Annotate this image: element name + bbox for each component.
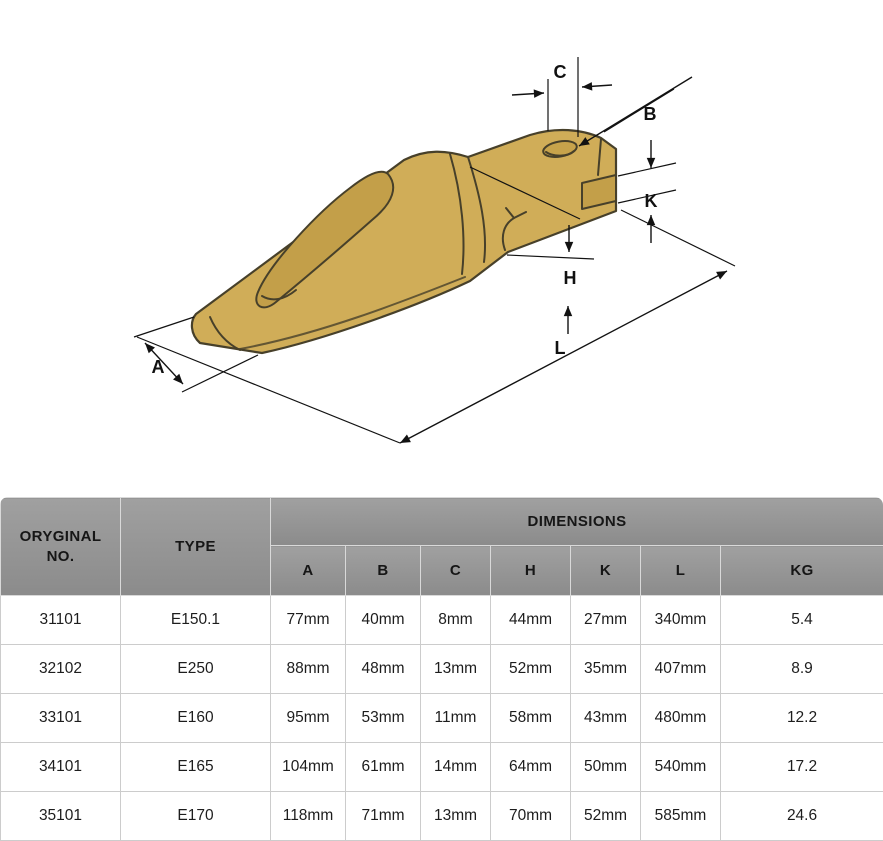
cell-kg: 5.4 bbox=[719, 595, 883, 645]
dimension-k: K bbox=[617, 140, 677, 243]
cell-type: E160 bbox=[120, 693, 271, 743]
table-row: 31101 E150.1 77mm 40mm 8mm 44mm 27mm 340… bbox=[0, 595, 883, 645]
cell-original-no: 32102 bbox=[0, 644, 121, 694]
col-header-l: L bbox=[640, 545, 721, 596]
col-header-a: A bbox=[270, 545, 346, 596]
col-header-kg: KG bbox=[719, 545, 883, 596]
col-header-dimensions: DIMENSIONS bbox=[269, 497, 883, 546]
cell-dim-c: 13mm bbox=[420, 644, 491, 694]
dimension-c: C bbox=[511, 57, 613, 137]
cell-type: E250 bbox=[120, 644, 271, 694]
cell-dim-l: 340mm bbox=[640, 595, 721, 645]
header-row-main: ORYGINAL NO. TYPE DIMENSIONS bbox=[0, 497, 883, 596]
cell-kg: 17.2 bbox=[719, 742, 883, 792]
cell-dim-b: 40mm bbox=[345, 595, 421, 645]
tooth-groove bbox=[255, 170, 395, 309]
cell-dim-c: 14mm bbox=[420, 742, 491, 792]
cell-kg: 24.6 bbox=[719, 791, 883, 841]
cell-dim-k: 43mm bbox=[570, 693, 641, 743]
cell-dim-c: 13mm bbox=[420, 791, 491, 841]
cell-dim-l: 407mm bbox=[640, 644, 721, 694]
tooth-body bbox=[190, 128, 618, 355]
cell-dim-k: 35mm bbox=[570, 644, 641, 694]
cell-dim-h: 70mm bbox=[490, 791, 571, 841]
dim-label-c: C bbox=[554, 62, 567, 82]
cell-dim-h: 52mm bbox=[490, 644, 571, 694]
spec-table: ORYGINAL NO. TYPE DIMENSIONS A B C H K L… bbox=[0, 497, 883, 841]
dim-label-a: A bbox=[152, 357, 165, 377]
cell-dim-h: 58mm bbox=[490, 693, 571, 743]
col-header-original-no: ORYGINAL NO. bbox=[0, 497, 121, 596]
dimension-a: A bbox=[133, 316, 259, 393]
cell-dim-b: 48mm bbox=[345, 644, 421, 694]
tooth-side-step bbox=[581, 174, 617, 210]
table-row: 34101 E165 104mm 61mm 14mm 64mm 50mm 540… bbox=[0, 742, 883, 792]
table-row: 33101 E160 95mm 53mm 11mm 58mm 43mm 480m… bbox=[0, 693, 883, 743]
dimension-b: B bbox=[578, 76, 693, 147]
col-header-c: C bbox=[420, 545, 491, 596]
dim-label-b: B bbox=[644, 104, 657, 124]
table-row: 35101 E170 118mm 71mm 13mm 70mm 52mm 585… bbox=[0, 791, 883, 841]
cell-dim-a: 77mm bbox=[270, 595, 346, 645]
cell-dim-a: 95mm bbox=[270, 693, 346, 743]
cell-dim-k: 52mm bbox=[570, 791, 641, 841]
cell-type: E165 bbox=[120, 742, 271, 792]
tooth-diagram: C B K bbox=[133, 57, 736, 444]
table-row: 32102 E250 88mm 48mm 13mm 52mm 35mm 407m… bbox=[0, 644, 883, 694]
cell-dim-a: 88mm bbox=[270, 644, 346, 694]
bucket-tooth-illustration bbox=[190, 128, 618, 355]
cell-dim-l: 585mm bbox=[640, 791, 721, 841]
cell-original-no: 34101 bbox=[0, 742, 121, 792]
cell-dim-l: 480mm bbox=[640, 693, 721, 743]
cell-dim-h: 44mm bbox=[490, 595, 571, 645]
cell-dim-a: 104mm bbox=[270, 742, 346, 792]
col-header-type: TYPE bbox=[120, 497, 271, 596]
dim-label-h: H bbox=[564, 268, 577, 288]
col-header-k: K bbox=[570, 545, 641, 596]
dim-label-k: K bbox=[645, 191, 658, 211]
cell-dim-b: 53mm bbox=[345, 693, 421, 743]
cell-dim-k: 27mm bbox=[570, 595, 641, 645]
spec-table-container: ORYGINAL NO. TYPE DIMENSIONS A B C H K L… bbox=[0, 497, 883, 841]
dimension-lines: C B K bbox=[133, 57, 736, 444]
dim-label-l: L bbox=[555, 338, 566, 358]
bucket-tooth-drawing: C B K bbox=[133, 57, 736, 444]
cell-dim-c: 8mm bbox=[420, 595, 491, 645]
cell-type: E150.1 bbox=[120, 595, 271, 645]
cell-dim-k: 50mm bbox=[570, 742, 641, 792]
col-header-h: H bbox=[490, 545, 571, 596]
cell-dim-c: 11mm bbox=[420, 693, 491, 743]
tooth-tip-face-line bbox=[209, 316, 241, 351]
cell-dim-b: 71mm bbox=[345, 791, 421, 841]
cell-original-no: 33101 bbox=[0, 693, 121, 743]
col-header-b: B bbox=[345, 545, 421, 596]
header-row-sub: A B C H K L KG bbox=[1, 545, 883, 596]
cell-dim-a: 118mm bbox=[270, 791, 346, 841]
cell-dim-l: 540mm bbox=[640, 742, 721, 792]
cell-kg: 12.2 bbox=[719, 693, 883, 743]
cell-original-no: 31101 bbox=[0, 595, 121, 645]
cell-original-no: 35101 bbox=[0, 791, 121, 841]
cell-dim-b: 61mm bbox=[345, 742, 421, 792]
cell-type: E170 bbox=[120, 791, 271, 841]
cell-kg: 8.9 bbox=[719, 644, 883, 694]
cell-dim-h: 64mm bbox=[490, 742, 571, 792]
